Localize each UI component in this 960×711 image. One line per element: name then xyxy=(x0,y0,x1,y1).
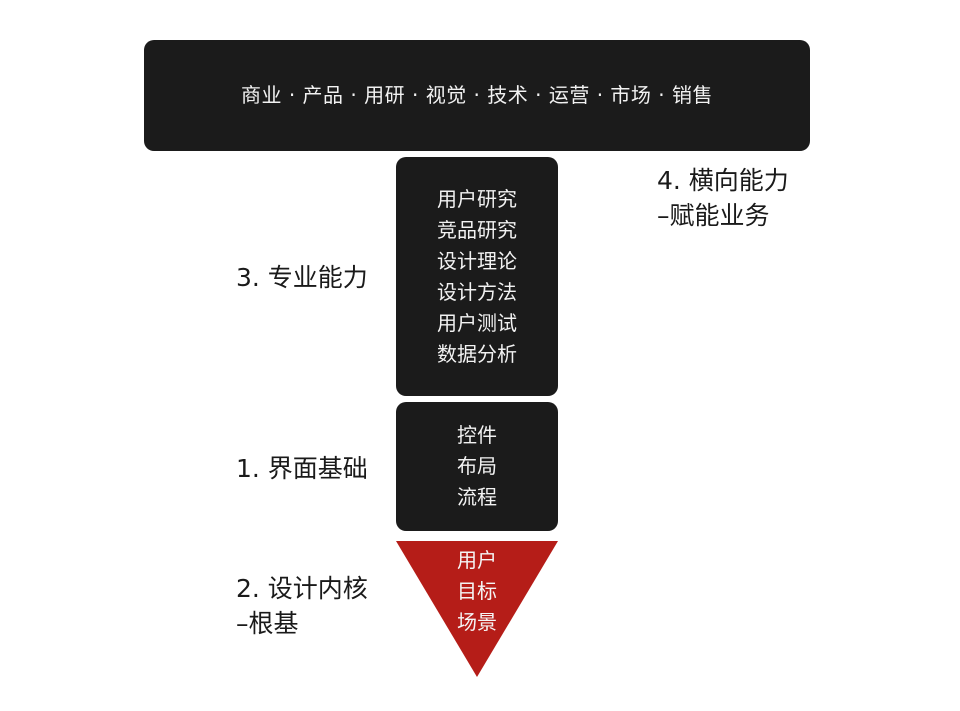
core-triangle-fill xyxy=(396,541,558,677)
triangle-shape xyxy=(396,541,558,677)
core-item: 场景 xyxy=(457,610,497,634)
interface-foundation-label: 1. 界面基础 xyxy=(236,454,368,483)
interface-foundation-box: 控件 布局 流程 xyxy=(396,402,558,531)
core-item: 用户 xyxy=(457,548,497,572)
professional-skill-item: 设计方法 xyxy=(437,279,517,304)
horizontal-capability-title: 4. 横向能力 xyxy=(657,166,789,195)
design-core-label: 2. 设计内核 –根基 xyxy=(236,571,368,641)
professional-skill-item: 用户研究 xyxy=(437,186,517,211)
professional-skills-box: 用户研究 竞品研究 设计理论 设计方法 用户测试 数据分析 xyxy=(396,157,558,396)
design-core-title: 2. 设计内核 xyxy=(236,574,368,603)
foundation-item: 控件 xyxy=(457,423,497,447)
horizontal-capabilities-bar: 商业 · 产品 · 用研 · 视觉 · 技术 · 运营 · 市场 · 销售 xyxy=(144,40,810,151)
foundation-item: 布局 xyxy=(457,454,497,478)
foundation-item: 流程 xyxy=(457,485,497,509)
horizontal-capability-label: 4. 横向能力 –赋能业务 xyxy=(657,163,789,233)
professional-skill-item: 竞品研究 xyxy=(437,217,517,242)
core-items: 用户 目标 场景 xyxy=(396,545,558,638)
design-core-subtitle: –根基 xyxy=(236,609,299,638)
core-item: 目标 xyxy=(457,579,497,603)
design-core-triangle: 用户 目标 场景 xyxy=(396,541,558,677)
horizontal-capability-subtitle: –赋能业务 xyxy=(657,201,770,230)
professional-skill-item: 设计理论 xyxy=(437,248,517,273)
horizontal-capabilities-text: 商业 · 产品 · 用研 · 视觉 · 技术 · 运营 · 市场 · 销售 xyxy=(240,83,713,107)
professional-skill-item: 数据分析 xyxy=(437,341,517,366)
professional-skill-item: 用户测试 xyxy=(437,310,517,335)
professional-capability-label: 3. 专业能力 xyxy=(236,263,368,292)
